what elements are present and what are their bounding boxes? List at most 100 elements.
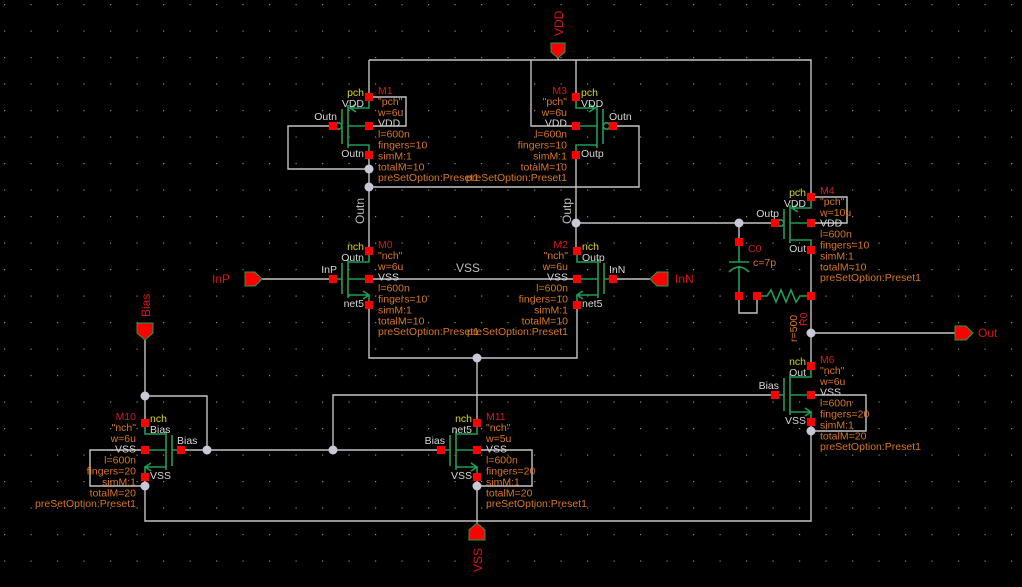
terminal-bottom: net5: [582, 298, 603, 310]
pin-square: [572, 122, 580, 130]
model-name: "pch": [820, 196, 845, 208]
nmos-symbol: [441, 423, 479, 477]
instance-name: M4: [820, 185, 835, 197]
param-w: w=6u: [110, 433, 137, 445]
param-simm: simM:1: [378, 304, 412, 316]
terminal-bottom: VSS: [785, 415, 806, 427]
transistor-m2[interactable]: M2"nch"w=6uVSSl=600nfingers=10simM:1tota…: [467, 239, 625, 338]
pin-square: [141, 446, 149, 454]
pin-bias[interactable]: Bias: [136, 294, 154, 341]
transistor-m0[interactable]: M0"nch"w=6uVSSl=600nfingers=10simM:1tota…: [321, 239, 479, 338]
resistor-symbol: [761, 287, 807, 305]
transistor-m6[interactable]: M6"nch"w=6uVSSl=600nfingers=20simM:1tota…: [759, 354, 922, 453]
pin-label-vdd: VDD: [552, 10, 566, 36]
wire-junction: [364, 182, 374, 192]
param-presetoption: preSetOption:Preset1: [378, 326, 479, 338]
junctions: [140, 164, 816, 491]
terminal-top: Outn: [341, 252, 364, 264]
pin-label-inp: InP: [212, 272, 230, 286]
transistor-m11[interactable]: M11"nch"w=5uVSSl=600nfingers=20simM:1tot…: [425, 411, 588, 510]
device-type-label: nch: [347, 241, 364, 253]
instance-name: M1: [378, 85, 393, 97]
wire-vdd[interactable]: [368, 58, 812, 197]
param-simm: simM:1: [820, 419, 854, 431]
transistor-m10[interactable]: M10"nch"w=6uVSSl=600nfingers=20simM:1tot…: [35, 411, 197, 510]
wire-m6-bulk[interactable]: [811, 394, 867, 432]
capacitor-name: C0: [748, 243, 762, 255]
param-simm: simM:1: [533, 150, 567, 162]
param-fingers: fingers=20: [486, 466, 535, 478]
pin-square: [807, 219, 815, 227]
pin-square: [473, 473, 481, 481]
pin-arrow-right-icon: [954, 325, 974, 341]
param-presetoption: preSetOption:Preset1: [378, 172, 479, 184]
param-fingers: fingers=20: [820, 409, 869, 421]
capacitor-c0[interactable]: C0 c=7p: [728, 238, 776, 300]
transistor-m4[interactable]: M4"pch"w=10uVDDl=600nfingers=10simM:1tot…: [756, 185, 921, 284]
resistor-r0[interactable]: r=500 R0: [753, 287, 815, 342]
param-totalm: totalM=10: [378, 161, 425, 173]
pin-square: [771, 219, 779, 227]
wire-m1-bulk[interactable]: [369, 96, 407, 127]
wire-m11-bulk[interactable]: [477, 449, 533, 487]
wire-out[interactable]: [810, 250, 955, 366]
param-presetoption: preSetOption:Preset1: [820, 441, 921, 453]
param-w: w=6u: [541, 107, 568, 119]
instance-name: M10: [116, 411, 137, 423]
pin-square: [365, 247, 373, 255]
pin-square: [573, 247, 581, 255]
pin-square: [365, 93, 373, 101]
param-presetoption: preSetOption:Preset1: [486, 498, 587, 510]
param-l: l=600n: [104, 455, 136, 467]
pin-square: [141, 473, 149, 481]
param-l: l=600n: [820, 398, 852, 410]
transistor-m3[interactable]: M3"pch"w=6uVDDl=600nfingers=10simM:1tota…: [466, 85, 632, 184]
param-fingers: fingers=10: [378, 294, 427, 306]
terminal-gate: InN: [609, 264, 625, 276]
pin-square: [807, 418, 815, 426]
model-name: "pch": [378, 96, 403, 108]
terminal-gate: Bias: [425, 435, 445, 447]
wire-m4-bulk[interactable]: [811, 196, 848, 224]
wire-c0-r0[interactable]: [738, 296, 758, 314]
param-simm: simM:1: [534, 304, 568, 316]
pin-arrow-down-icon: [550, 42, 566, 59]
wire-junction: [202, 445, 212, 455]
pin-inp[interactable]: InP: [212, 271, 263, 287]
param-presetoption: preSetOption:Preset1: [466, 172, 567, 184]
param-l: l=600n: [378, 283, 410, 295]
instance-name: M11: [486, 411, 506, 423]
param-totalm: totalM=20: [486, 487, 533, 499]
instance-name: M3: [552, 85, 567, 97]
param-totalm: totalM=20: [820, 430, 867, 442]
pin-vdd[interactable]: VDD: [550, 10, 566, 59]
pin-square: [473, 419, 481, 427]
resistor-value: r=500: [788, 315, 800, 342]
pin-square: [572, 151, 580, 159]
wire-junction: [140, 481, 150, 491]
pin-square: [807, 193, 815, 201]
param-w: w=6u: [377, 107, 404, 119]
pin-square: [365, 301, 373, 309]
pin-out[interactable]: Out: [954, 325, 998, 341]
terminal-bulk: VSS: [486, 444, 507, 456]
wire-m10-bulk[interactable]: [89, 449, 145, 487]
param-fingers: fingers=10: [518, 140, 567, 152]
wire-junction: [328, 445, 338, 455]
pin-inn[interactable]: InN: [649, 271, 694, 287]
instance-name: M2: [553, 239, 568, 251]
pin-square: [437, 446, 445, 454]
pin-vss[interactable]: VSS: [468, 522, 486, 572]
transistor-m1[interactable]: M1"pch"w=6uVDDl=600nfingers=10simM:1tota…: [314, 85, 479, 184]
terminal-bottom: VSS: [150, 470, 171, 482]
pin-square: [329, 275, 337, 283]
wire-bias[interactable]: [144, 340, 775, 451]
device-type-label: pch: [347, 87, 364, 99]
pin-square: [573, 275, 581, 283]
device-type-label: nch: [150, 413, 167, 425]
pin-arrow-down-icon: [136, 322, 154, 341]
param-simm: simM:1: [486, 476, 520, 488]
pin-label-bias: Bias: [139, 294, 153, 317]
terminal-top: VDD: [581, 98, 604, 110]
